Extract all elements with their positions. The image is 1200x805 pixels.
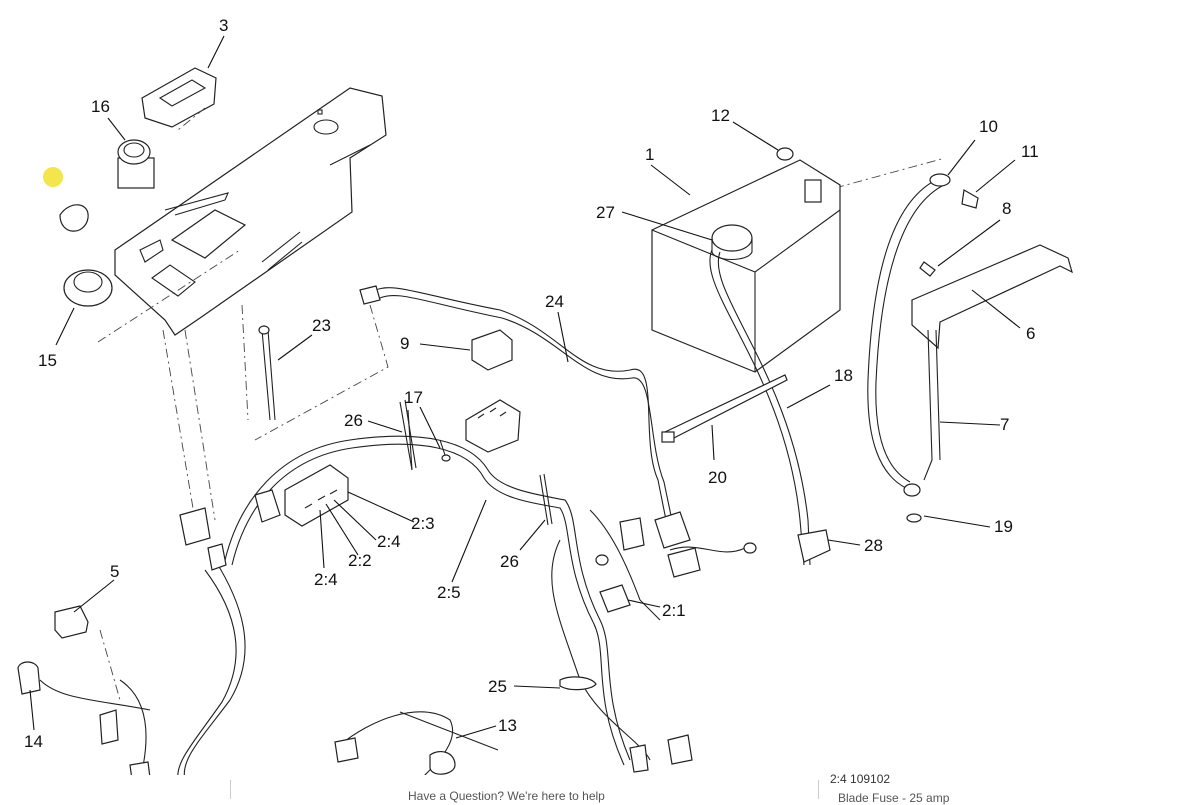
callout-12: 12 xyxy=(711,106,730,125)
dashboard-panel xyxy=(114,87,387,336)
callout-1: 1 xyxy=(645,145,654,164)
parts-table-row-ref: 2:4 109102 xyxy=(830,772,891,786)
hour-meter xyxy=(141,67,217,128)
callout-20: 20 xyxy=(708,468,727,487)
callout-6: 6 xyxy=(1026,324,1035,343)
callout-11: 11 xyxy=(1021,142,1039,161)
callout-26-upper: 26 xyxy=(344,411,363,430)
assembly-phantom-lines xyxy=(97,107,946,701)
callout-18: 18 xyxy=(834,366,853,385)
callout-7: 7 xyxy=(1000,415,1009,434)
callout-26-lower: 26 xyxy=(500,552,519,571)
callout-9: 9 xyxy=(400,334,409,353)
cable-tie xyxy=(661,374,788,443)
callout-23: 23 xyxy=(312,316,331,335)
callout-28: 28 xyxy=(864,536,883,555)
callout-19: 19 xyxy=(994,517,1013,536)
callout-3: 3 xyxy=(219,16,228,35)
ground-cable-and-bracket xyxy=(867,173,1073,523)
callout-15: 15 xyxy=(38,351,57,370)
callout-2-1: 2:1 xyxy=(662,601,686,620)
callout-13: 13 xyxy=(498,716,517,735)
callout-2-4-left: 2:4 xyxy=(314,570,338,589)
callout-14: 14 xyxy=(24,732,43,751)
callout-8: 8 xyxy=(1002,199,1011,218)
callout-2-5: 2:5 xyxy=(437,583,461,602)
help-prompt-link[interactable]: Have a Question? We're here to help xyxy=(408,789,605,803)
battery xyxy=(651,159,841,373)
parts-table-row-desc: Blade Fuse - 25 amp xyxy=(838,791,950,805)
footer-divider-right xyxy=(818,780,819,799)
callout-2-2: 2:2 xyxy=(348,551,372,570)
sensors-and-switches xyxy=(17,285,553,781)
callout-leaders xyxy=(29,35,1021,739)
footer-divider-left xyxy=(230,780,231,799)
battery-cables xyxy=(709,147,831,566)
callout-25: 25 xyxy=(488,677,507,696)
callout-labels: 3 16 15 1 27 12 10 11 8 6 7 19 9 18 20 2… xyxy=(24,16,1039,751)
fuse-block xyxy=(179,464,757,773)
callout-5: 5 xyxy=(110,562,119,581)
callout-24: 24 xyxy=(545,292,564,311)
callout-16: 16 xyxy=(91,97,110,116)
wiring-harness xyxy=(39,287,746,781)
relay xyxy=(465,329,521,453)
callout-2-3: 2:3 xyxy=(411,514,435,533)
callout-2-4-right: 2:4 xyxy=(377,532,401,551)
ignition-switch xyxy=(59,204,113,307)
callout-10: 10 xyxy=(979,117,998,136)
callout-27: 27 xyxy=(596,203,615,222)
callout-17: 17 xyxy=(404,388,423,407)
footer-bar xyxy=(0,775,1200,799)
pto-switch xyxy=(117,139,155,189)
cursor-highlight xyxy=(43,167,63,187)
